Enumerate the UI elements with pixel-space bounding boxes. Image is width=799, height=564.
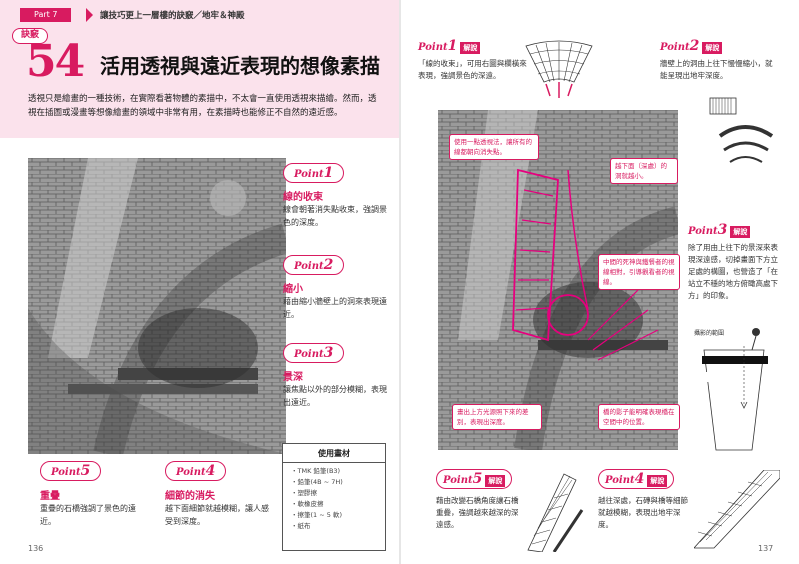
page-number-right: 137 <box>758 544 774 553</box>
point-3-callout: Point3 景深 讓焦點以外的部分模糊，表現出遠近。 <box>283 342 388 409</box>
materials-item: ・塑膠擦 <box>291 489 317 497</box>
materials-item: ・紙布 <box>291 522 311 530</box>
bridge-overlap-diagram <box>527 473 584 552</box>
arch-shrink-diagram <box>709 97 774 163</box>
dungeon-illustration <box>28 158 286 454</box>
breadcrumb: 讓技巧更上一層樓的訣竅／地牢＆神殿 <box>100 11 245 21</box>
point-2-badge: Point2 <box>283 255 345 275</box>
note-vanishing-point: 使用一點透視法，讓所有的線都朝向消失點。 <box>449 134 539 160</box>
point-3-desc: 讓焦點以外的部分模糊，表現出遠近。 <box>283 385 387 407</box>
framing-diagram <box>698 328 768 451</box>
point-5-callout: Point5 重疊 重疊的石橋強調了景色的遠近。 <box>40 460 150 528</box>
point-1-desc: 線會朝著消失點收束，強調景色的深度。 <box>283 205 387 227</box>
materials-item: ・鉛筆(4B ~ 7H) <box>291 478 343 486</box>
point-4-desc: 越下面細節就越模糊，讓人感受到深度。 <box>165 504 269 526</box>
point-3-badge: Point3 <box>283 343 345 363</box>
point-1-callout: Point1 線的收束 線會朝著消失點收束，強調景色的深度。 <box>283 162 388 229</box>
fan-perspective-diagram <box>525 40 593 98</box>
part-label: Part 7 <box>20 8 72 22</box>
intro-text: 透視只是繪畫的一種技術，在實際看著物體的素描中，不太會一直使用透視來描繪。然而，… <box>28 94 377 118</box>
point-4-badge: Point4 <box>165 461 227 481</box>
point-1-heading: 線的收束 <box>283 192 323 203</box>
point-5-heading: 重疊 <box>40 491 60 502</box>
point-2-desc: 藉由縮小牆壁上的洞來表現遠近。 <box>283 297 387 319</box>
materials-item: ・TMK 鉛筆(B3) <box>291 467 341 475</box>
materials-item: ・軟橡皮擦 <box>291 500 324 508</box>
right-point-5-text: 藉由改變石橋角度讓石橋重疊，強調越來越深的深遠感。 <box>436 496 519 529</box>
detail-fade-diagram <box>694 470 780 549</box>
right-point-1-text: 「線的收束」，可用右圖與欄橫來表現，強調景色的深遠。 <box>418 59 527 80</box>
page-number-left: 136 <box>28 544 44 553</box>
materials-item: ・擦筆(1 ~ 5 軟) <box>291 511 342 519</box>
framing-label: 攝影的範圍 <box>694 330 725 337</box>
note-bridge-shadow: 橋的影子能明確表現橋在空間中的位置。 <box>598 404 680 430</box>
point-4-callout: Point4 細節的消失 越下面細節就越模糊，讓人感受到深度。 <box>165 460 275 528</box>
note-gaze-guide: 中間的死神與鐵餐者的視線相對，引導觀看者的視線。 <box>598 254 680 290</box>
point-2-heading: 縮小 <box>283 284 303 295</box>
secret-badge: 訣竅 <box>12 28 48 44</box>
note-hole-smaller: 越下面（深處）的洞就越小。 <box>610 158 678 184</box>
point-5-desc: 重疊的石橋強調了景色的遠近。 <box>40 504 136 526</box>
section-number: 54 <box>26 36 85 87</box>
materials-title: 使用畫材 <box>283 444 385 463</box>
right-point-3-text: 除了用由上往下的景深來表現深遠感，切掉畫面下方立足處的構圖，也營造了「在站立不穩… <box>688 243 778 300</box>
materials-box: 使用畫材 ・TMK 鉛筆(B3) ・鉛筆(4B ~ 7H) ・塑膠擦 ・軟橡皮擦… <box>282 443 386 551</box>
point-4-heading: 細節的消失 <box>165 491 215 502</box>
point-2-callout: Point2 縮小 藉由縮小牆壁上的洞來表現遠近。 <box>283 254 388 321</box>
page-title: 活用透視與遠近表現的想像素描 <box>100 54 380 78</box>
header-band <box>0 0 399 138</box>
page-spine <box>399 0 401 564</box>
note-light-depth: 畫出上方光源照下來的差別，表現出深度。 <box>452 404 542 430</box>
point-3-heading: 景深 <box>283 372 303 383</box>
right-point-4-text: 越往深處，石磚與橋等細節就越模糊，表現出地牢深度。 <box>598 496 688 529</box>
arrow-right-icon <box>86 8 93 22</box>
right-point-2-text: 牆壁上的洞由上往下慢慢縮小，就能呈現出地牢深度。 <box>660 59 773 80</box>
point-1-badge: Point1 <box>283 163 345 183</box>
point-5-badge: Point5 <box>40 461 102 481</box>
